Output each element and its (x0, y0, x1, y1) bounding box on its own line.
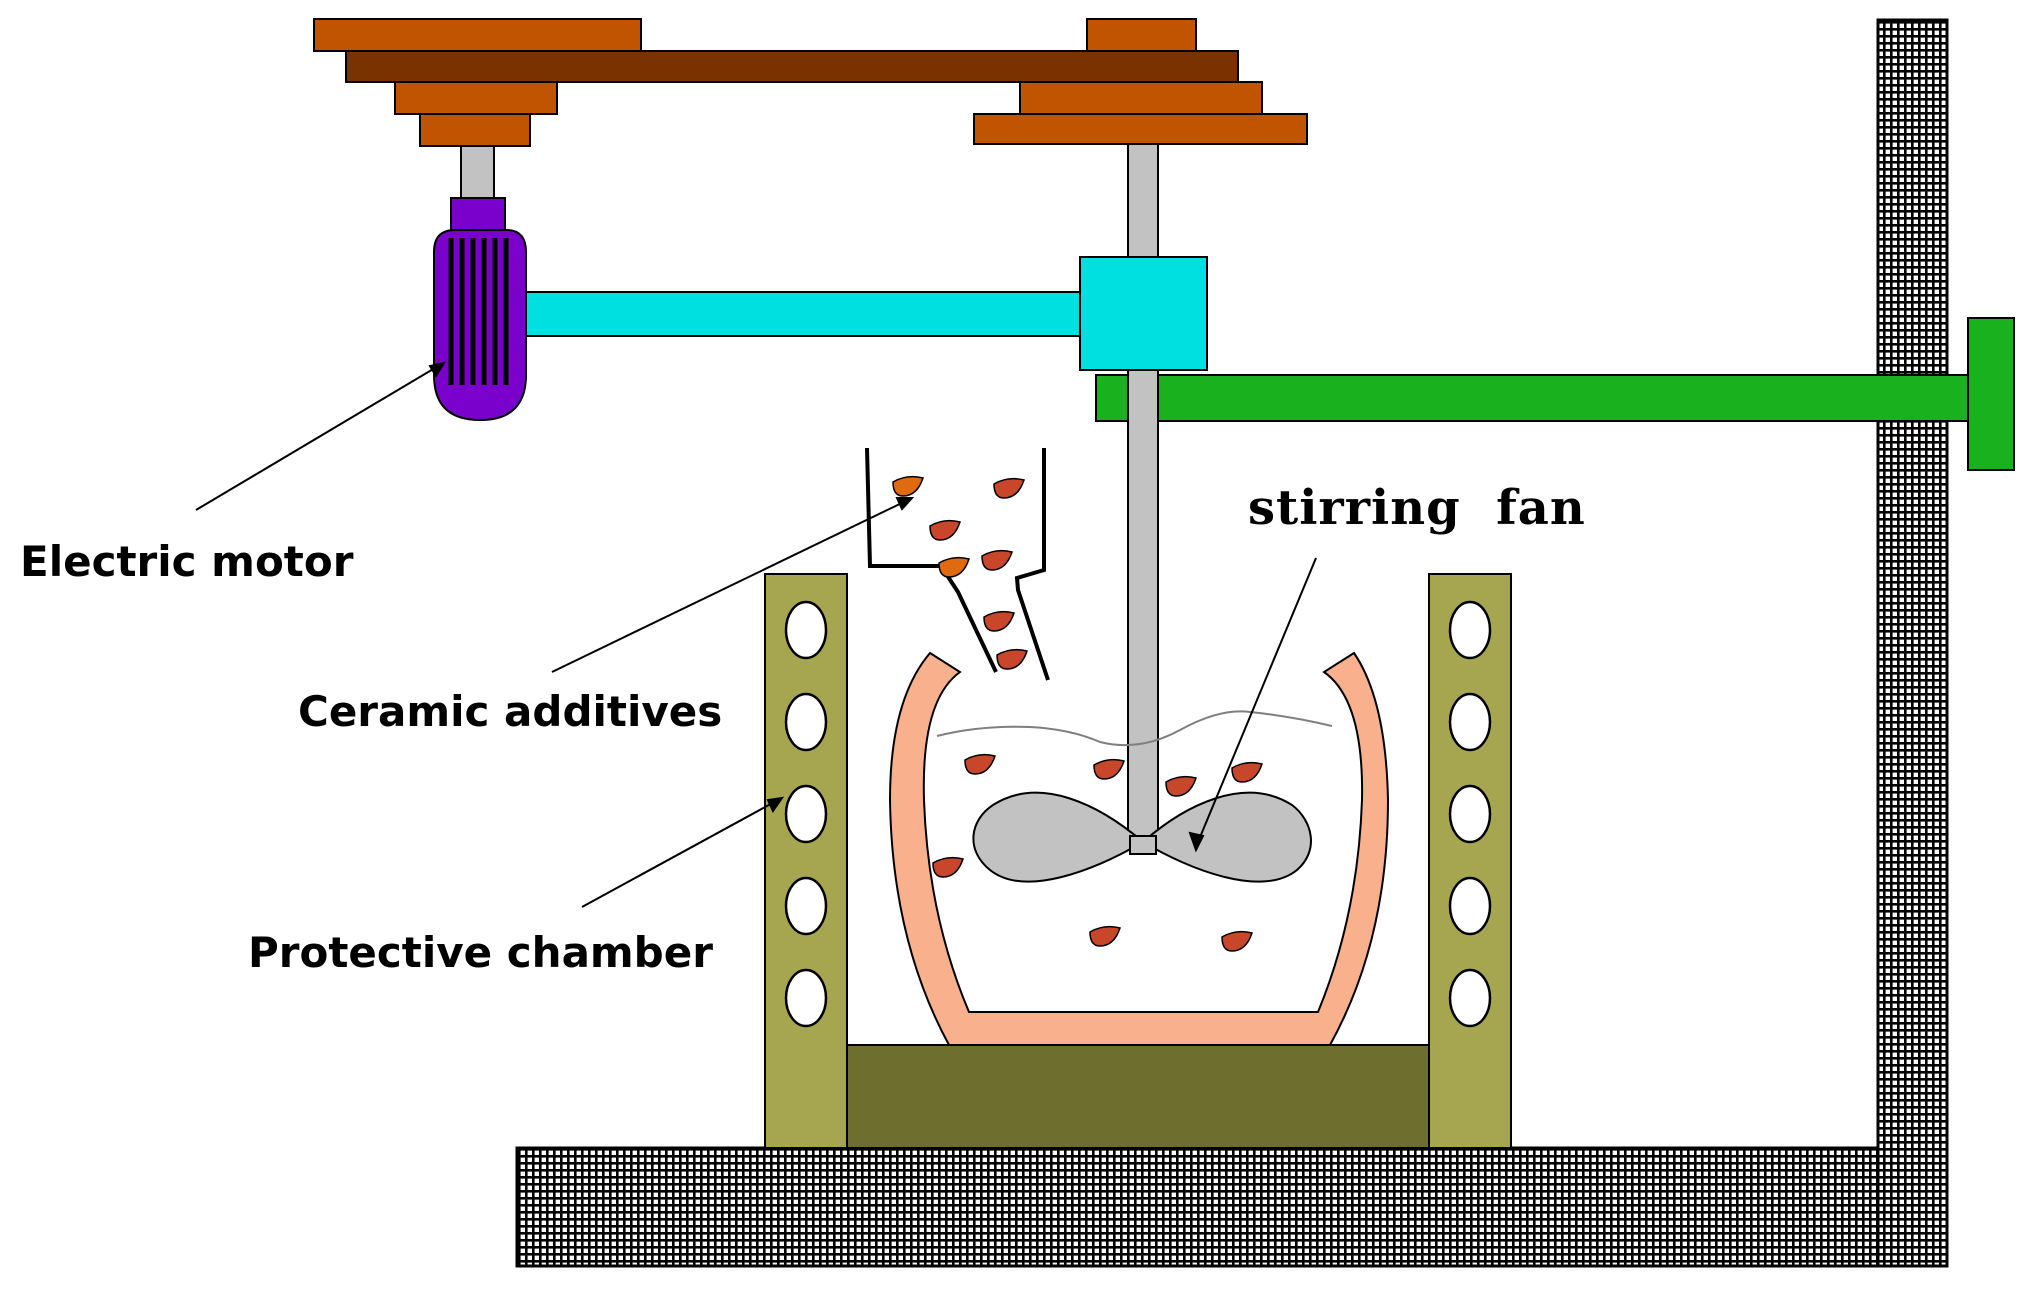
fan-hub (1129, 835, 1157, 855)
callout-lines (195, 361, 1317, 908)
shaft-housing (1079, 256, 1208, 371)
particle (996, 648, 1028, 670)
belt-pulley-system (313, 18, 1308, 147)
particle (964, 753, 996, 775)
belt (345, 50, 1239, 83)
support-arm (1095, 317, 2015, 471)
hopper-particles (892, 475, 1028, 670)
frame-column (1876, 18, 1949, 1268)
fan-leader-arrow (1188, 831, 1205, 853)
melt-particles (932, 753, 1263, 952)
particle (993, 477, 1025, 499)
melt-surface (936, 710, 1333, 747)
particle (1165, 775, 1197, 797)
chamber-base (846, 1044, 1430, 1149)
motor-leader-arrow (428, 361, 447, 378)
particle (1231, 761, 1263, 783)
particle (929, 519, 961, 541)
chamber-right-wall (1428, 573, 1512, 1149)
chamber-leader (581, 799, 779, 908)
particle (983, 610, 1015, 632)
label-electric-motor: Electric motor (20, 537, 354, 586)
motor-leader (195, 364, 441, 511)
additives-leader-arrow (895, 497, 915, 511)
particle (981, 549, 1013, 571)
support-arm-bracket (1967, 317, 2015, 471)
additive-hopper (865, 447, 1050, 681)
protective-chamber (764, 573, 1512, 1149)
particle (892, 475, 924, 497)
support-frame (515, 18, 1949, 1268)
motor-arm (519, 291, 1088, 337)
motor-fins (448, 238, 509, 385)
motor-shaft (460, 145, 495, 201)
frame-base (515, 1146, 1949, 1268)
stirring-fan (972, 791, 1312, 883)
chamber-leader-arrow (766, 796, 785, 814)
particle (932, 856, 964, 878)
motor-body (433, 229, 527, 422)
particle (938, 556, 970, 578)
fan-pulley-top (1086, 18, 1197, 52)
particle (1093, 758, 1125, 780)
support-arm-bar (1095, 374, 1972, 422)
label-ceramic-additives: Ceramic additives (298, 687, 722, 736)
fan-pulley-bottom (973, 113, 1308, 145)
chamber-vent-holes (784, 600, 1492, 1028)
label-stirring-fan: stirring fan (1248, 480, 1586, 536)
particle (1221, 930, 1253, 952)
motor-cap (450, 197, 506, 233)
motor-pulley-top (313, 18, 642, 52)
chamber-left-wall (764, 573, 848, 1149)
label-protective-chamber: Protective chamber (248, 928, 713, 977)
particle (1089, 925, 1121, 947)
electric-motor (433, 197, 527, 422)
fan-pulley-mid (1019, 81, 1263, 115)
additives-leader (551, 499, 909, 673)
crucible (888, 651, 1390, 1046)
motor-pulley-mid (394, 81, 558, 115)
fan-leader (1197, 557, 1317, 843)
motor-pulley-bottom (419, 113, 531, 147)
